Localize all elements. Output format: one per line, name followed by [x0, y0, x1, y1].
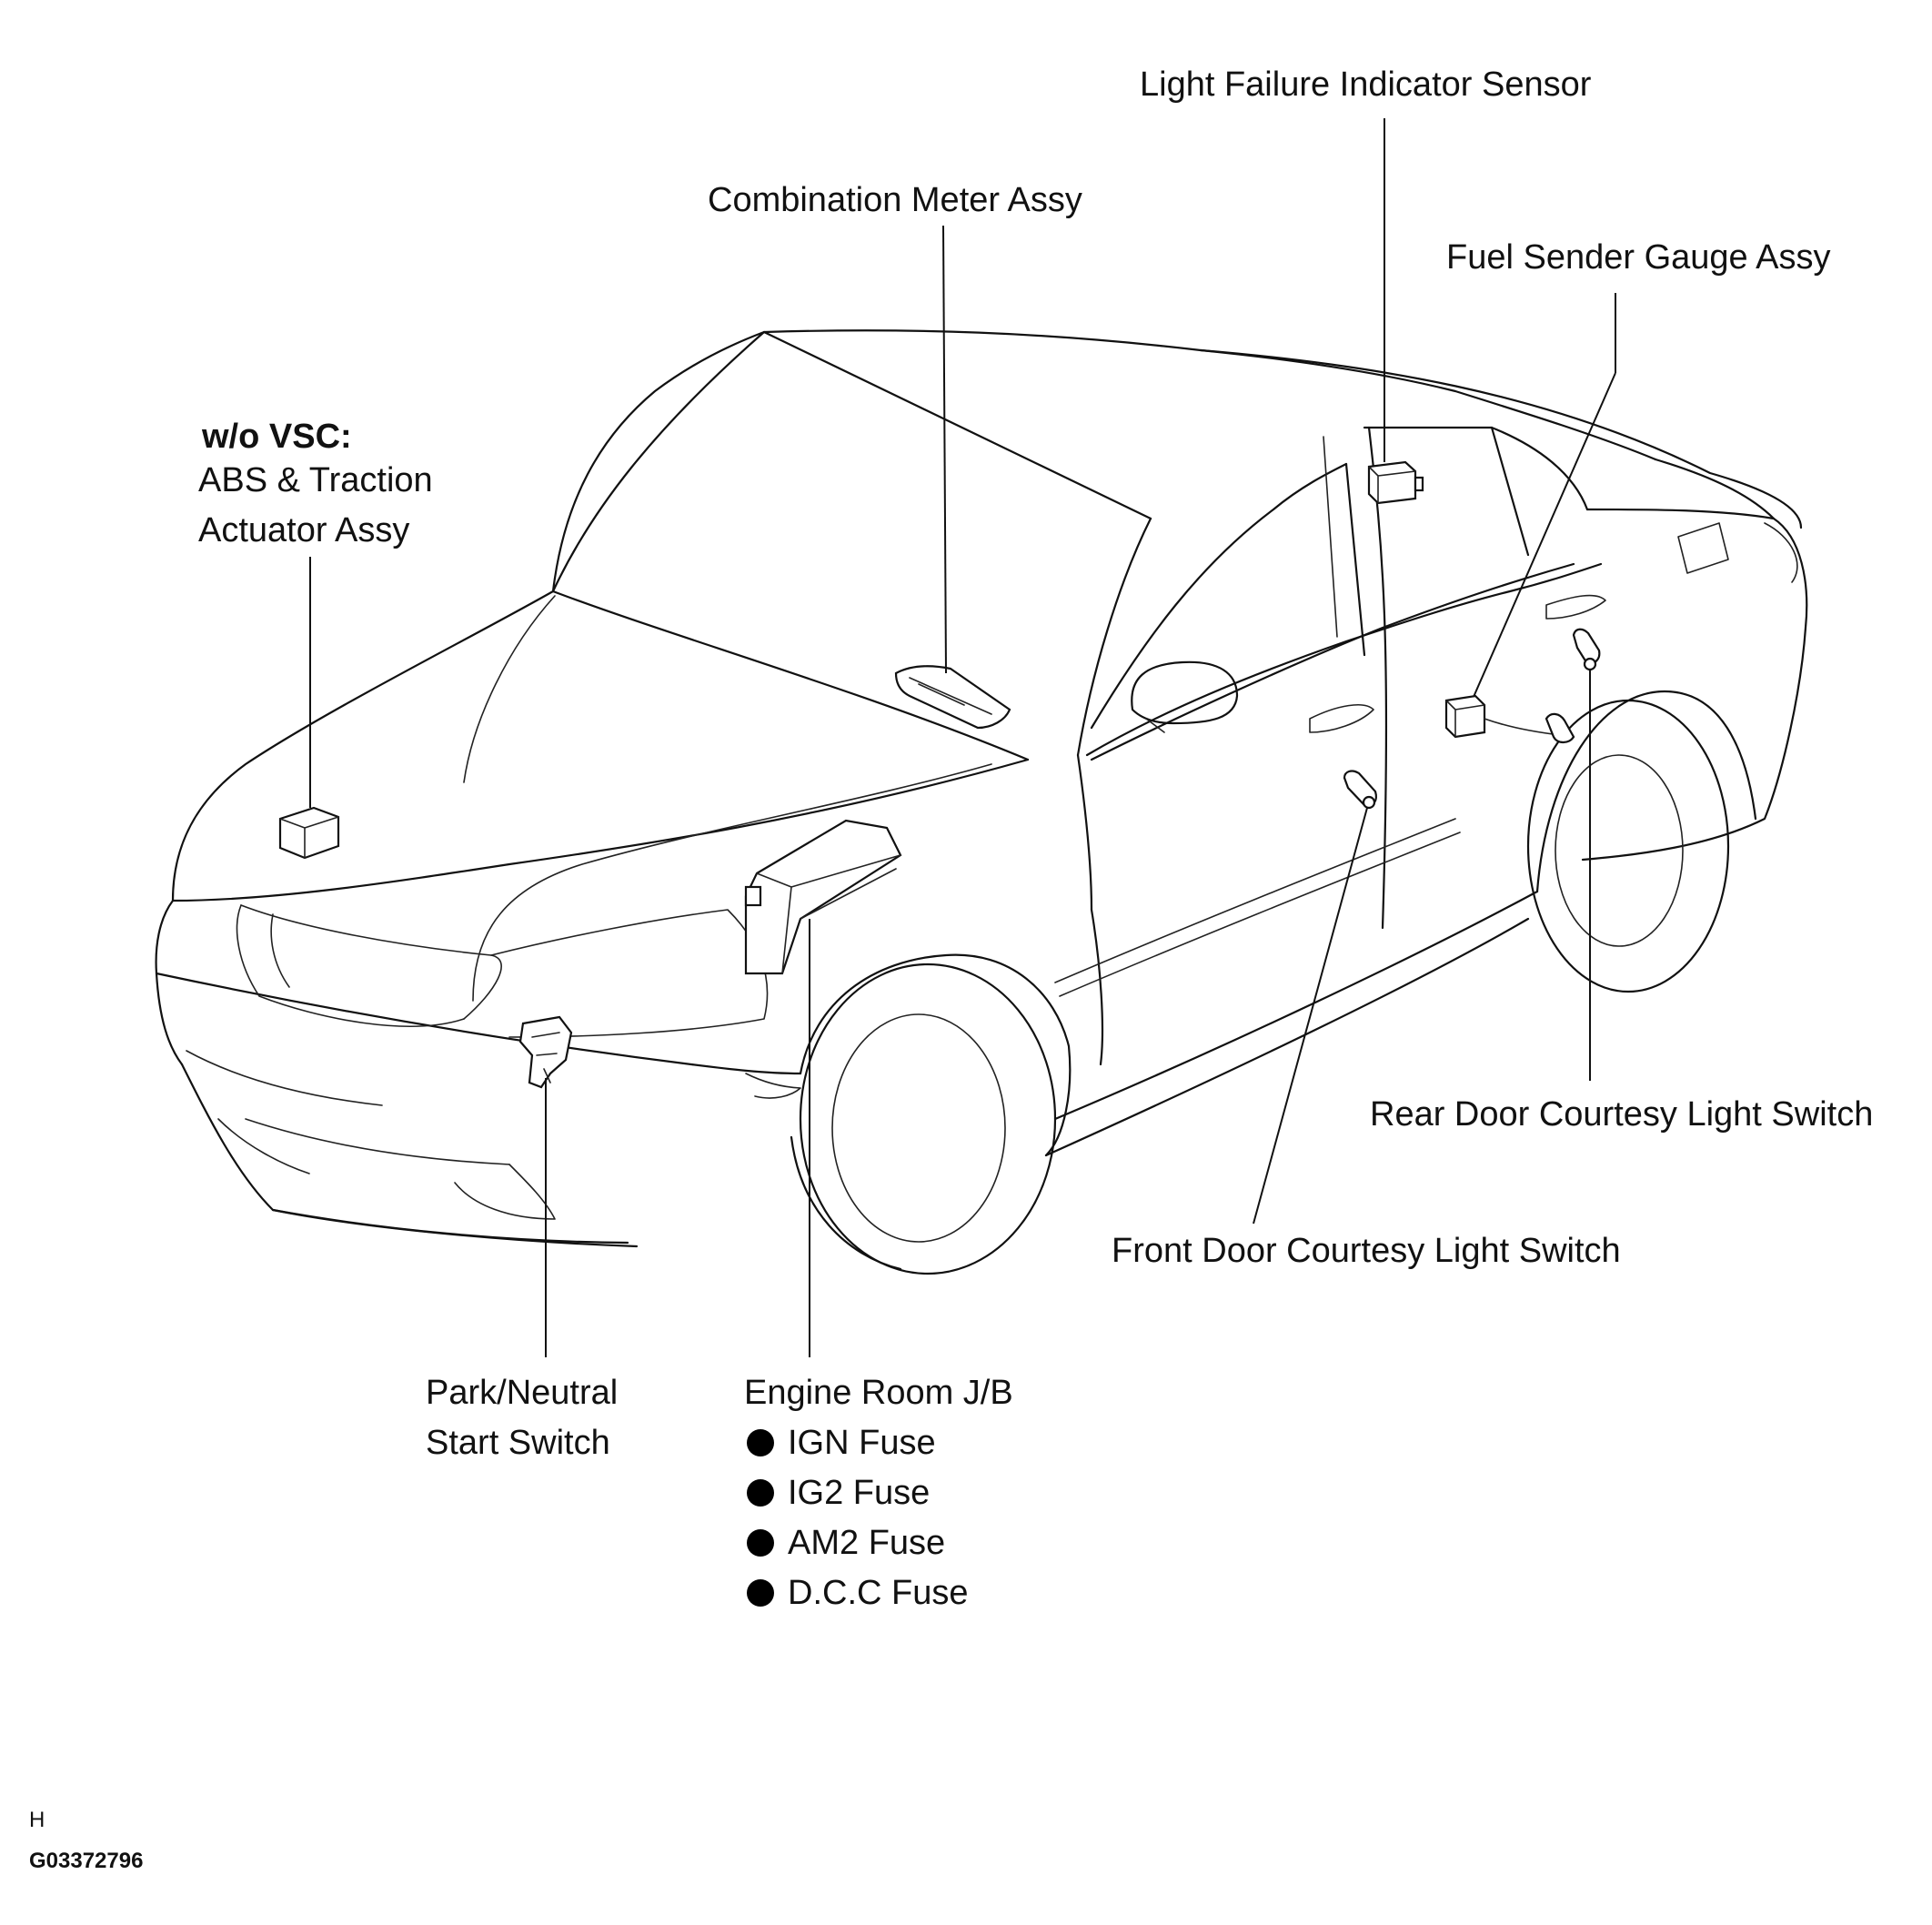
component-engine-room-jb — [744, 819, 902, 975]
component-combination-meter — [894, 665, 1011, 730]
component-park-neutral-switch — [518, 1015, 573, 1089]
label-fuel-sender: Fuel Sender Gauge Assy — [1446, 238, 1830, 277]
label-front-door-switch: Front Door Courtesy Light Switch — [1112, 1232, 1621, 1270]
label-park-neutral-line1: Park/Neutral — [426, 1374, 618, 1412]
component-abs-actuator — [278, 806, 340, 860]
leader-lines — [309, 118, 1616, 1357]
component-light-failure-sensor — [1367, 460, 1424, 505]
component-rear-door-switch — [1572, 628, 1601, 671]
label-abs-line2: Actuator Assy — [198, 511, 409, 549]
leader-combination-meter — [942, 225, 947, 674]
fuse-bullet-icon — [747, 1529, 774, 1557]
label-wo-vsc: w/o VSC: — [201, 418, 352, 456]
fuse-bullet-icon — [747, 1579, 774, 1607]
leader-fuel-sender-diag — [1473, 372, 1616, 698]
component-fuel-sender — [1444, 694, 1575, 744]
label-abs-line1: ABS & Traction — [198, 461, 433, 499]
label-engine-room-jb: Engine Room J/B — [744, 1374, 1013, 1412]
fuse-bullet-icon — [747, 1479, 774, 1507]
fuse-item: AM2 Fuse — [788, 1524, 945, 1562]
fuse-item: IG2 Fuse — [788, 1474, 930, 1512]
fuse-item: IGN Fuse — [788, 1424, 936, 1462]
label-light-failure-sensor: Light Failure Indicator Sensor — [1140, 66, 1592, 104]
label-park-neutral-line2: Start Switch — [426, 1424, 610, 1462]
corner-letter: H — [29, 1808, 45, 1832]
label-combination-meter: Combination Meter Assy — [708, 181, 1082, 219]
leader-front-door-switch — [1253, 807, 1368, 1225]
fuse-bullet-icon — [747, 1429, 774, 1456]
fuse-list: IGN Fuse IG2 Fuse AM2 Fuse D.C.C Fuse — [747, 1424, 968, 1612]
component-front-door-switch — [1343, 770, 1377, 810]
figure-id: G03372796 — [29, 1849, 143, 1873]
label-rear-door-switch: Rear Door Courtesy Light Switch — [1370, 1095, 1873, 1134]
fuse-item: D.C.C Fuse — [788, 1574, 968, 1612]
